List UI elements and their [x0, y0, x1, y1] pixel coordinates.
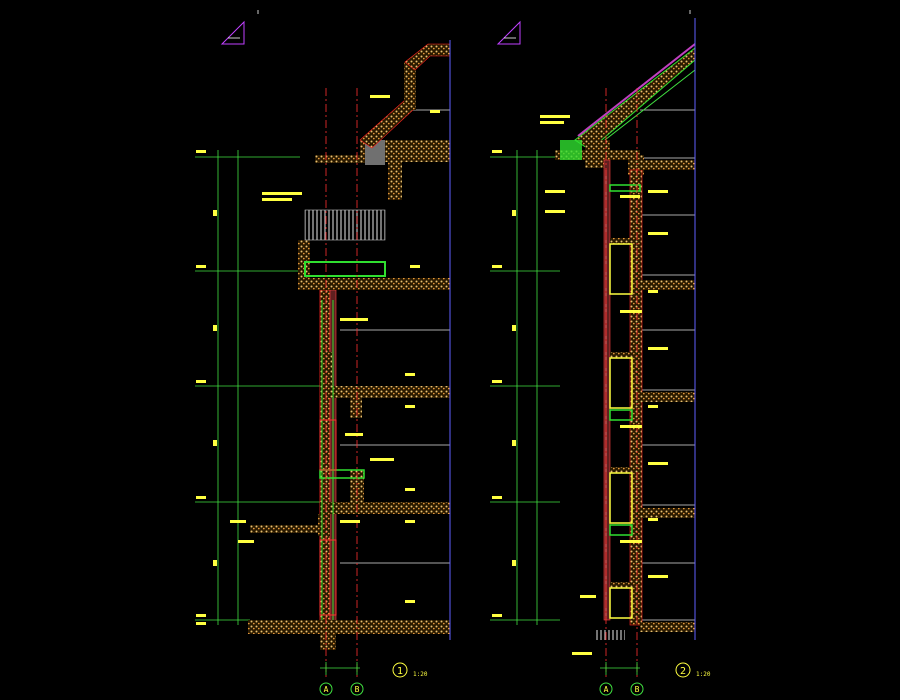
right-level-marks	[492, 150, 516, 617]
left-wall-body	[248, 43, 451, 650]
left-axis-bubble-b: B	[350, 682, 364, 696]
right-bottom-dimension	[600, 662, 640, 675]
right-floor-lines	[640, 109, 695, 621]
left-floor-lines	[340, 109, 450, 564]
left-wall-section: A B 1 1:20	[195, 10, 451, 696]
right-roof-slope	[574, 43, 696, 151]
right-axis-bubble-b: B	[630, 682, 644, 696]
right-wall-body	[555, 140, 695, 640]
right-axis-bubble-a: A	[599, 682, 613, 696]
left-bottom-dimension	[320, 662, 360, 675]
left-window-frames	[319, 300, 337, 620]
svg-text:2: 2	[680, 666, 686, 677]
right-section-marker: 2 1:20	[675, 662, 711, 678]
svg-text:A: A	[324, 685, 329, 694]
svg-text:1:20: 1:20	[696, 671, 711, 678]
right-dimension-chain	[516, 150, 538, 625]
right-grid-axes	[605, 88, 638, 680]
left-dimension-chain	[217, 150, 239, 625]
right-level-ticks	[490, 156, 560, 621]
left-section-marker: 1 1:20	[392, 662, 428, 678]
right-wall-section: A B 2 1:20	[490, 10, 711, 696]
left-level-ticks	[195, 156, 320, 621]
svg-text:B: B	[635, 685, 640, 694]
left-annotations	[230, 95, 440, 603]
left-level-marks	[196, 150, 217, 625]
left-north-symbol	[220, 10, 259, 45]
svg-text:1:20: 1:20	[413, 671, 428, 678]
left-grid-axes	[325, 88, 358, 680]
left-axis-bubble-a: A	[319, 682, 333, 696]
svg-text:A: A	[604, 685, 609, 694]
right-north-symbol	[496, 10, 691, 45]
svg-text:B: B	[355, 685, 360, 694]
right-annotations	[540, 115, 668, 655]
svg-text:1: 1	[397, 666, 403, 677]
